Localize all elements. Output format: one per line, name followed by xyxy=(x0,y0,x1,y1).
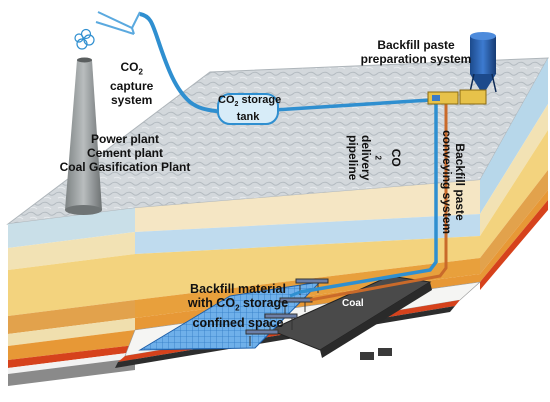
support-equipment xyxy=(245,278,329,346)
front-strata xyxy=(8,208,135,386)
co2-delivery-line xyxy=(273,98,438,294)
silo-icon xyxy=(469,32,497,93)
storage-tank-icon xyxy=(217,93,279,125)
backfill-conveying-line xyxy=(309,100,448,302)
smokestack xyxy=(65,57,102,215)
rail-block xyxy=(360,352,374,360)
label-emission-sources: Power plant Cement plant Coal Gasificati… xyxy=(59,132,191,174)
capture-system-icon xyxy=(95,11,141,35)
label-backfill-material: Backfill material with CO2 storage confi… xyxy=(187,282,289,330)
side-strata xyxy=(480,58,548,290)
pump-icon xyxy=(427,89,487,105)
label-co2-capture-system: CO2 capture system xyxy=(110,60,154,108)
label-backfill-paste-preparation: Backfill paste preparation system xyxy=(360,38,472,66)
label-co2-storage-tank: CO2 storage tank xyxy=(218,94,282,124)
label-backfill-paste-conveying: Backfill paste conveying system xyxy=(440,130,467,235)
smoke-icon xyxy=(74,28,95,50)
co2-pipeline xyxy=(139,12,223,114)
label-coal: Coal xyxy=(342,298,364,309)
